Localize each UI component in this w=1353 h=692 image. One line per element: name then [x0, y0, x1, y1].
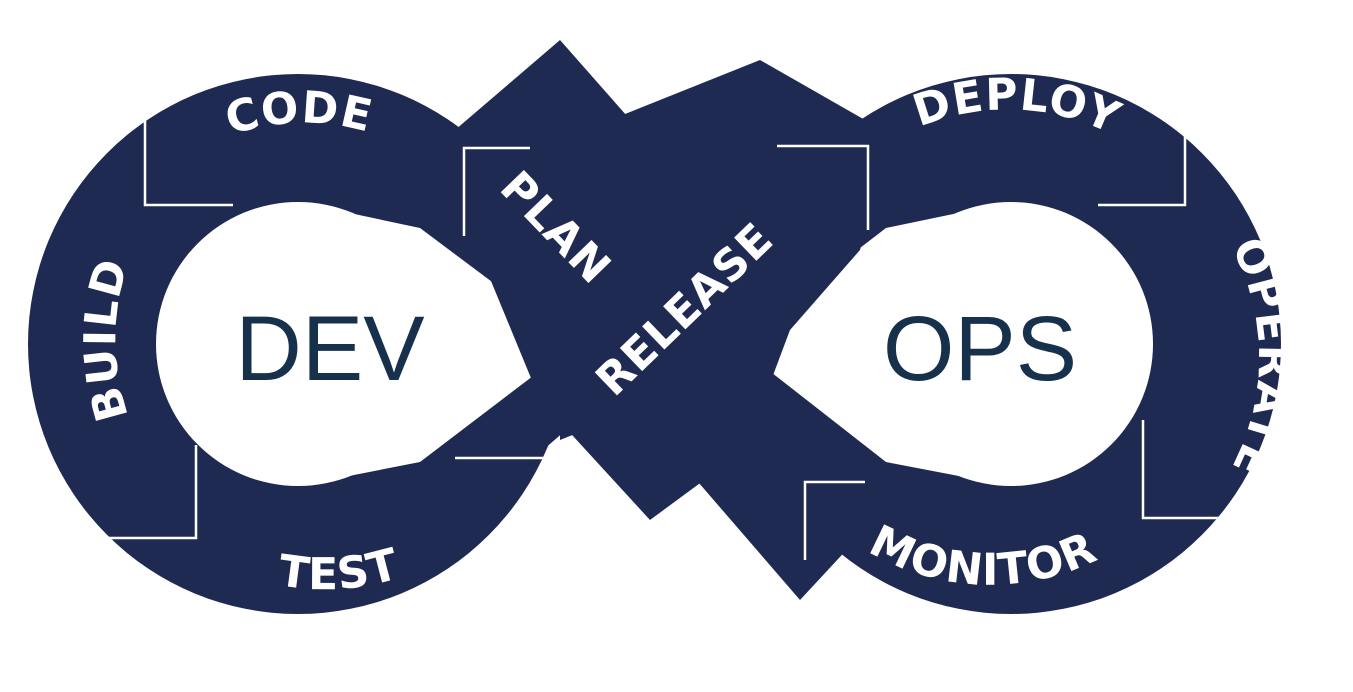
divider-build-test: [95, 445, 198, 540]
divider-code-build: [143, 105, 233, 207]
left-hole: [156, 202, 575, 486]
divider-code-plan: [462, 146, 530, 236]
stage-dividers: [95, 105, 1240, 560]
divider-test-release: [455, 456, 550, 548]
band-center: [470, 170, 880, 520]
right-hole: [735, 202, 1153, 486]
divider-release-deploy: [777, 144, 870, 230]
divider-deploy-operate: [1098, 105, 1187, 207]
divider-monitor-ops: [803, 480, 865, 560]
hub-ops-label: OPS: [883, 298, 1077, 400]
divider-operate-monitor: [1141, 420, 1240, 520]
hub-dev-label: DEV: [235, 298, 424, 400]
